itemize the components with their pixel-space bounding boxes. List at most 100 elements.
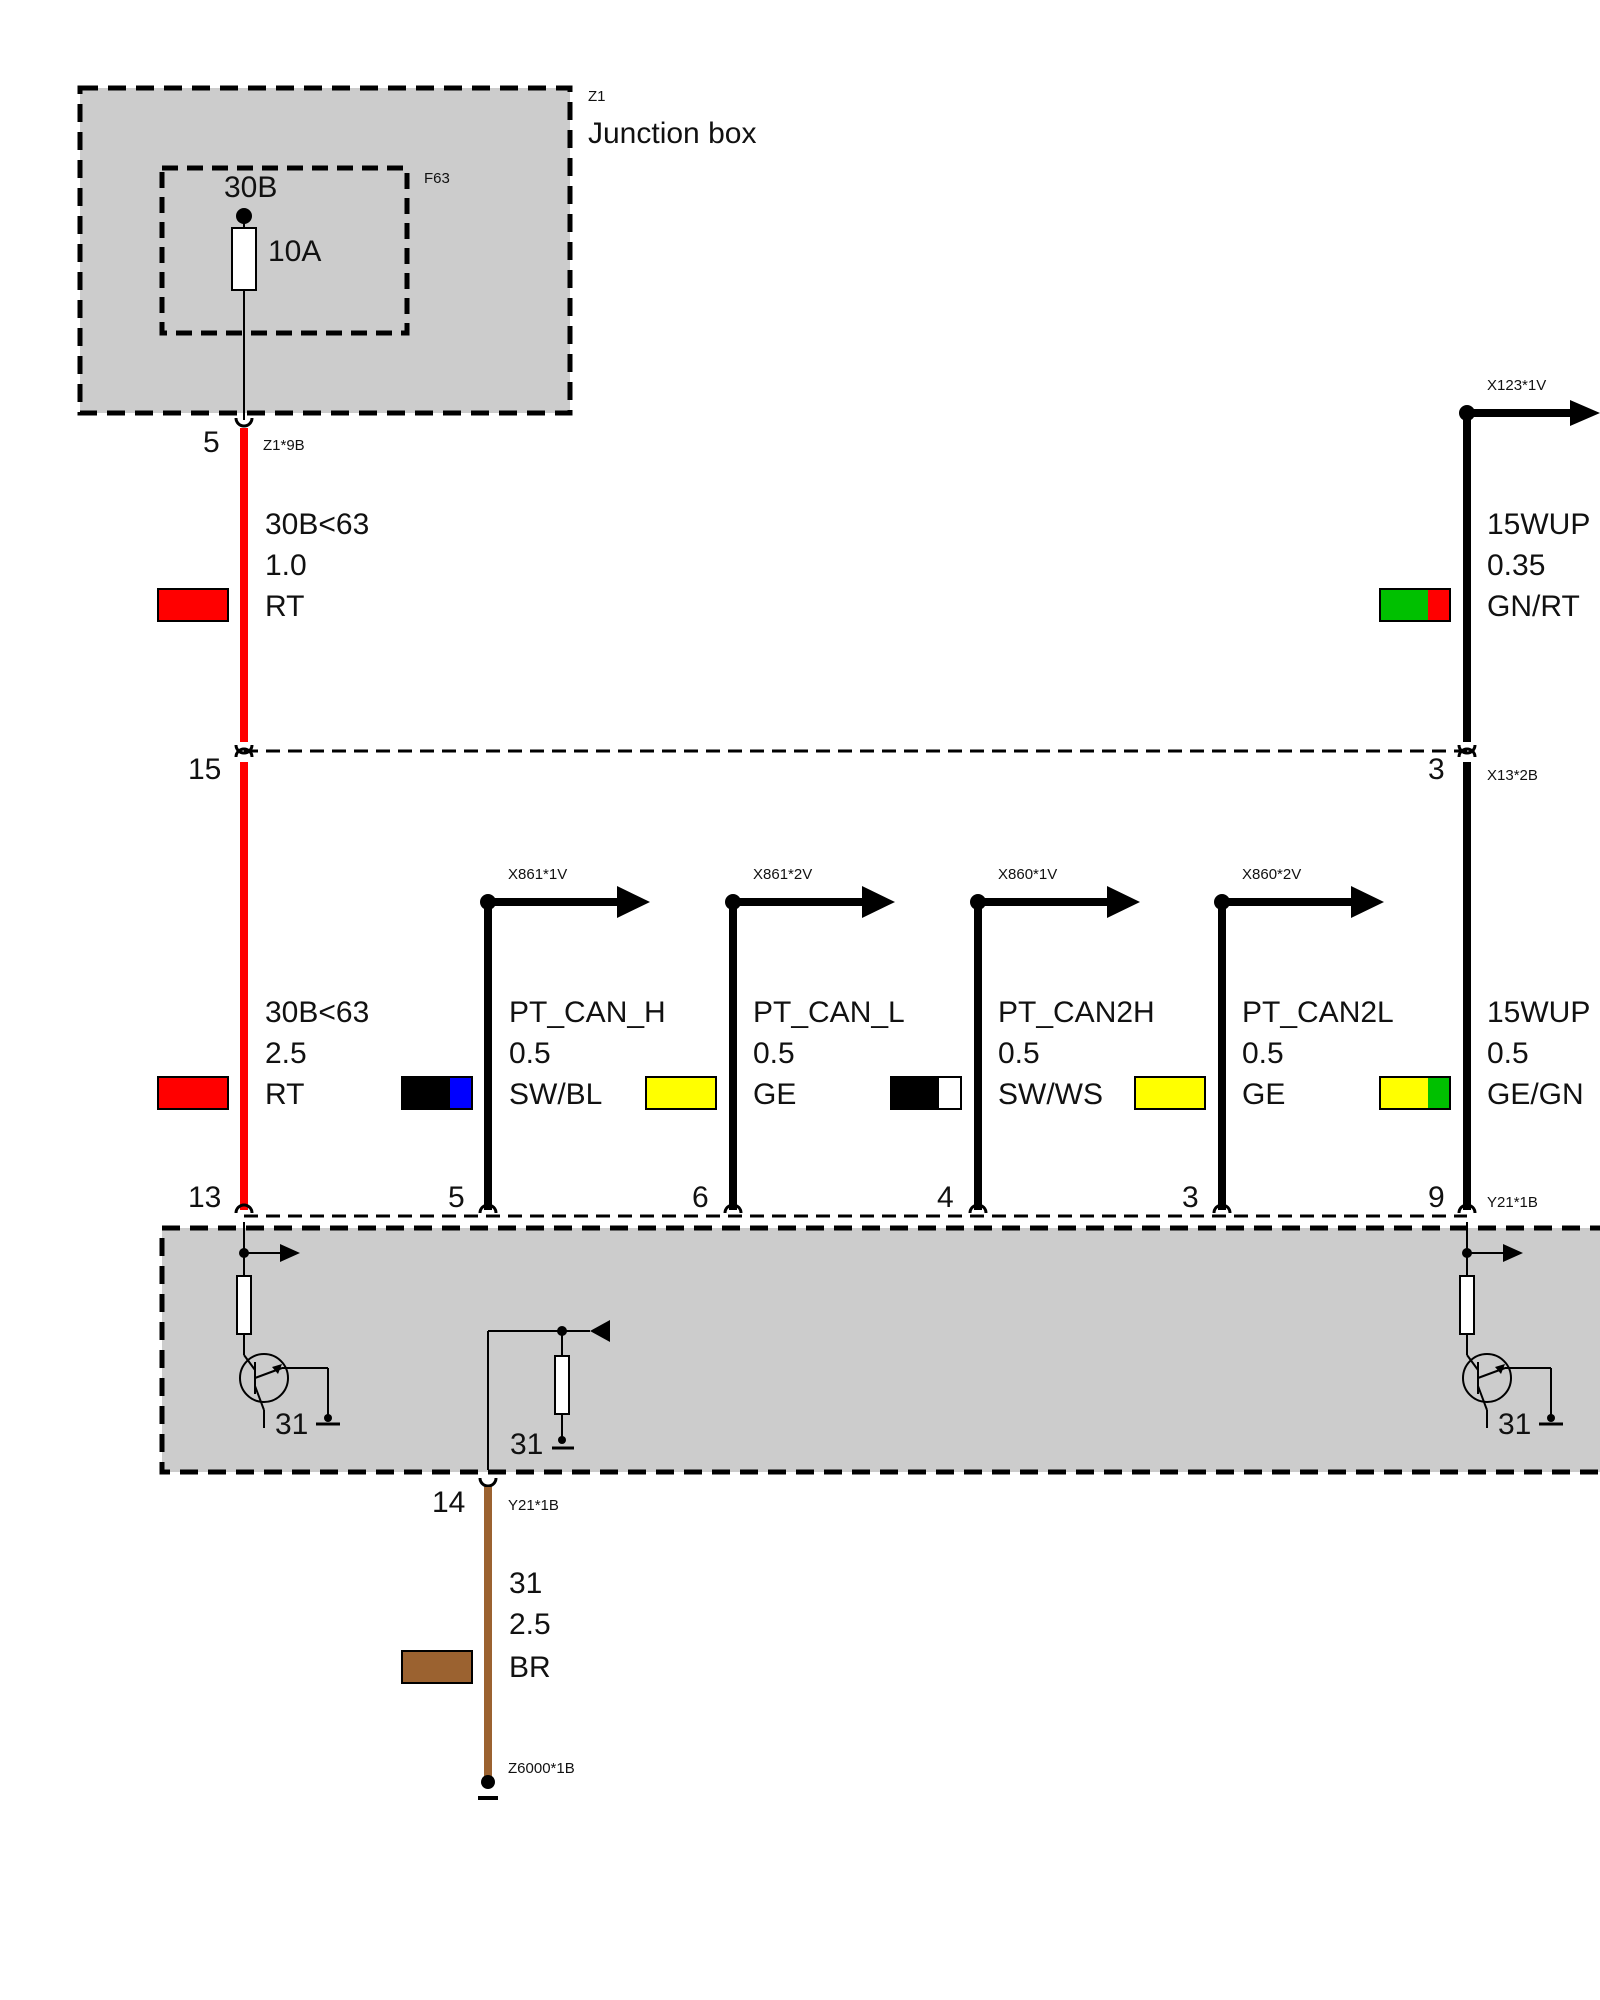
color-swatch-gegn-a (1380, 1077, 1428, 1109)
ground-dot (324, 1414, 332, 1422)
fuse-ref: F63 (424, 170, 450, 187)
pin-5-terminal (234, 417, 254, 428)
pin-3-bottom (1457, 747, 1477, 758)
color-swatch-gegn-border (1379, 1076, 1451, 1110)
wire-color-code: SW/WS (998, 1078, 1103, 1111)
pin-label: 15 (188, 753, 221, 786)
wire-signal: 31 (509, 1567, 542, 1600)
wire-color-code: GE (753, 1078, 796, 1111)
y21-bottom-label: Y21*1B (508, 1497, 559, 1514)
x123-arrow-head (1570, 400, 1600, 426)
pin-15-top (234, 744, 254, 755)
wire-color-code: RT (265, 1078, 304, 1111)
pin-5-terminal-b (478, 1203, 498, 1214)
wire-gauge: 0.5 (998, 1037, 1040, 1070)
node-dot (1462, 1248, 1472, 1258)
wire-gauge: 0.35 (1487, 549, 1545, 582)
wire-gauge: 2.5 (509, 1608, 551, 1641)
wire-color-code: GE/GN (1487, 1078, 1584, 1111)
output-stage-right (1459, 1222, 1563, 1428)
pullup-circuit (487, 1330, 590, 1470)
color-swatch-gegn-b (1428, 1077, 1450, 1109)
wire-gauge: 0.5 (1487, 1037, 1529, 1070)
pin-9-terminal (1457, 1203, 1477, 1214)
x861-2-label: X861*2V (753, 866, 812, 883)
arrow-icon (1503, 1244, 1523, 1262)
fuse-symbol (231, 227, 257, 291)
wire-signal: 30B<63 (265, 508, 369, 541)
arrow-icon (272, 1364, 282, 1374)
pin-14-terminal (478, 1477, 498, 1488)
wire-signal: PT_CAN_H (509, 996, 666, 1029)
z1-connector-label: Z1*9B (263, 437, 305, 454)
control-unit-box (159, 1225, 1600, 1475)
x123-label: X123*1V (1487, 377, 1546, 394)
color-swatch-swbl-b (450, 1077, 472, 1109)
output-stage-left (236, 1222, 340, 1428)
pin-label: 3 (1182, 1181, 1199, 1214)
wire-gauge: 2.5 (265, 1037, 307, 1070)
y21-label: Y21*1B (1487, 1194, 1538, 1211)
arrow-icon (590, 1320, 610, 1342)
wire-signal: PT_CAN2H (998, 996, 1155, 1029)
x860-2-arrow-head (1351, 886, 1384, 918)
pin-label: 13 (188, 1181, 221, 1214)
x860-1-arrow-head (1107, 886, 1140, 918)
color-swatch-br (401, 1650, 473, 1684)
fuse-rating: 10A (268, 235, 321, 268)
wire-signal: PT_CAN_L (753, 996, 905, 1029)
x860-1-label: X860*1V (998, 866, 1057, 883)
color-swatch-ge (645, 1076, 717, 1110)
x13-label: X13*2B (1487, 767, 1538, 784)
ground-label: 31 (1498, 1408, 1531, 1441)
color-swatch-ge-2 (1134, 1076, 1206, 1110)
wire-gauge: 0.5 (509, 1037, 551, 1070)
wire-signal: PT_CAN2L (1242, 996, 1394, 1029)
pin-label: 5 (448, 1181, 465, 1214)
junction-box-name: Junction box (588, 117, 756, 150)
ground-point-label: Z6000*1B (508, 1760, 575, 1777)
wire-color-code: SW/BL (509, 1078, 602, 1111)
fuse-terminal: 30B (224, 171, 277, 204)
x861-1-label: X861*1V (508, 866, 567, 883)
ground-point-dot (481, 1775, 495, 1789)
junction-box (77, 85, 573, 416)
x861-1-arrow-head (617, 886, 650, 918)
ground-dot (558, 1436, 566, 1444)
ground-label: 31 (275, 1408, 308, 1441)
color-swatch-rt-bottom (157, 1076, 229, 1110)
color-swatch-swws-border (890, 1076, 962, 1110)
color-swatch-gnrt-border (1379, 588, 1451, 622)
pin-label: 3 (1428, 753, 1445, 786)
ground-label: 31 (510, 1428, 543, 1461)
wire-color-code: GE (1242, 1078, 1285, 1111)
ground-dot (1547, 1414, 1555, 1422)
node-dot (557, 1326, 567, 1336)
pin-3-terminal-b (1212, 1203, 1232, 1214)
wire-signal: 15WUP (1487, 996, 1590, 1029)
x860-2-label: X860*2V (1242, 866, 1301, 883)
arrow-icon (1495, 1364, 1505, 1374)
color-swatch-swbl-border (401, 1076, 473, 1110)
pin-15-bottom (234, 747, 254, 758)
pin-label: 9 (1428, 1181, 1445, 1214)
junction-box-ref: Z1 (588, 88, 606, 105)
wire-gauge: 1.0 (265, 549, 307, 582)
color-swatch-swws-a (891, 1077, 939, 1109)
node-dot (239, 1248, 249, 1258)
wire-signal: 15WUP (1487, 508, 1590, 541)
color-swatch-rt-top (157, 588, 229, 622)
wire-color-code: GN/RT (1487, 590, 1580, 623)
pin-6-terminal (723, 1203, 743, 1214)
pin-label: 6 (692, 1181, 709, 1214)
x861-2-arrow-head (862, 886, 895, 918)
wire-signal: 30B<63 (265, 996, 369, 1029)
pin-13-terminal (234, 1203, 254, 1214)
pin-label: 4 (937, 1181, 954, 1214)
arrow-icon (280, 1244, 300, 1262)
color-swatch-gnrt-a (1380, 589, 1428, 621)
z1-pin-label: 5 (203, 426, 220, 459)
wire-color-code: BR (509, 1651, 551, 1684)
pin-label: 14 (432, 1486, 465, 1519)
